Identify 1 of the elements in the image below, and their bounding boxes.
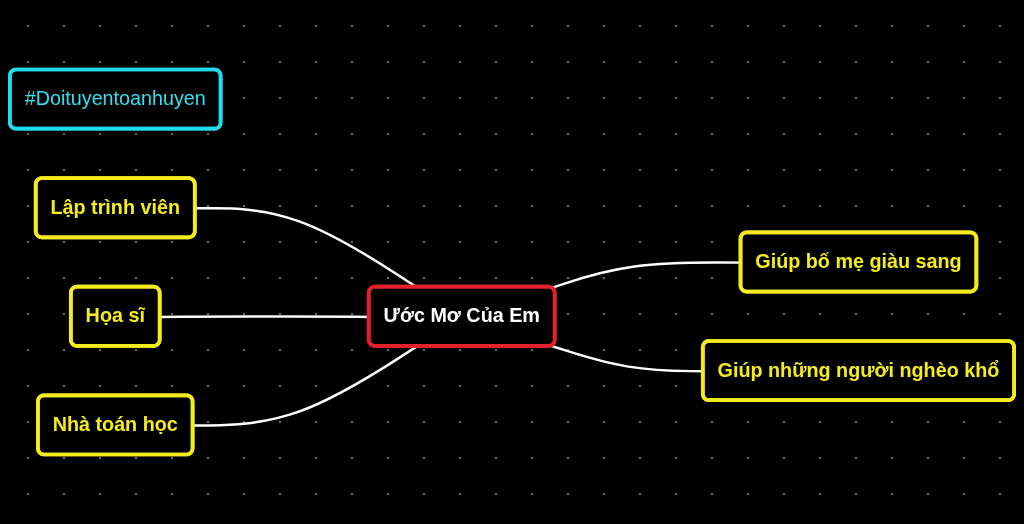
connector: [193, 345, 418, 427]
